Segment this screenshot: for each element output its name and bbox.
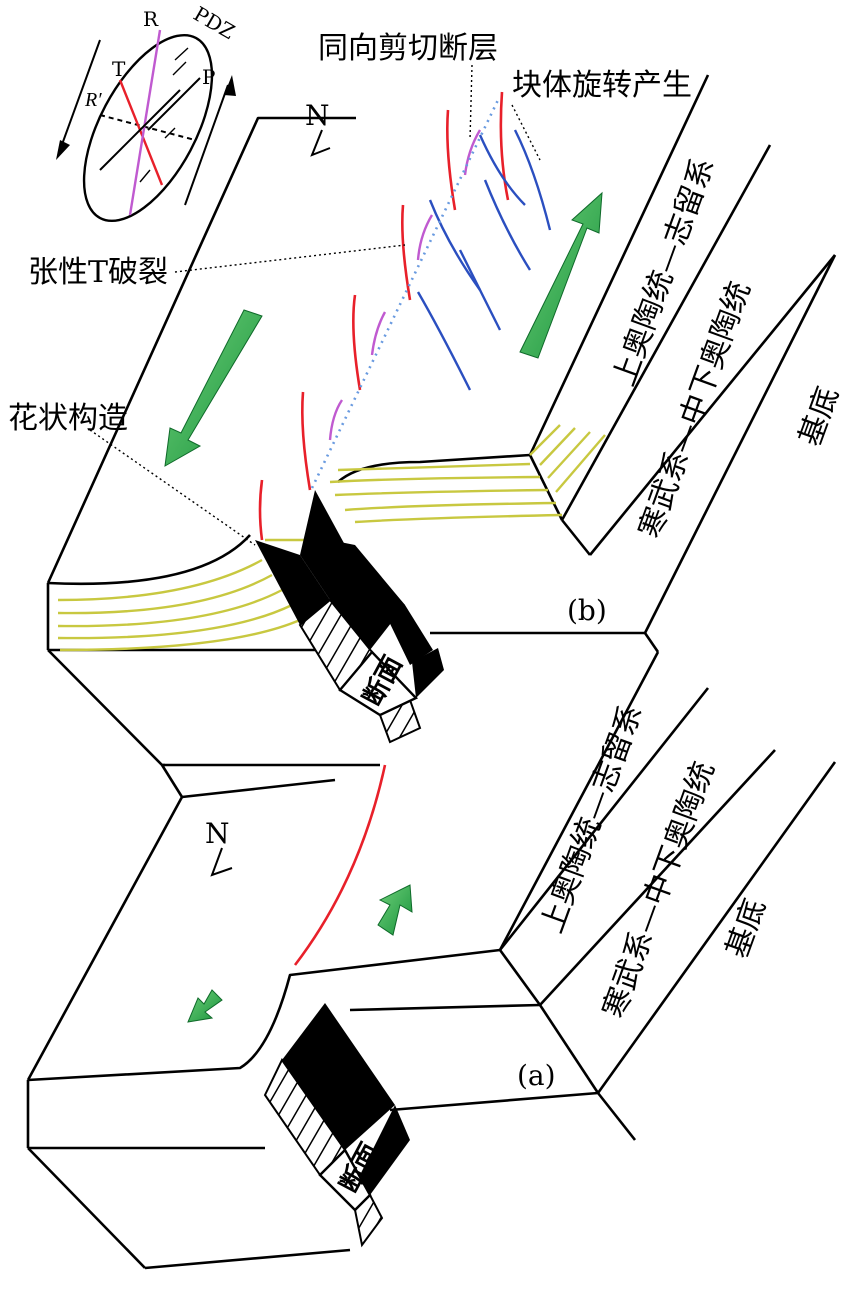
label-panel-b: (b): [567, 594, 607, 627]
strata-lines-left: [57, 538, 305, 652]
riedel-purple-lines: [328, 129, 482, 441]
section-block-a: [263, 1003, 410, 1248]
riedel-ellipse-diagram: [56, 29, 236, 223]
block-a-outline: [26, 651, 837, 1270]
label-block-rotation: 块体旋转产生: [512, 68, 692, 103]
flower-structure-block: [255, 490, 444, 744]
label-flower-structure: 花状构造: [8, 401, 128, 436]
leader-lines: [89, 64, 541, 546]
riedel-r-prime: R′: [84, 89, 102, 111]
riedel-p: P: [202, 65, 215, 89]
strata-basement-b: 基底: [793, 382, 846, 450]
north-arrow-a: [210, 847, 233, 877]
label-north-b: N: [305, 99, 330, 132]
pdz-dotted-line: [310, 99, 500, 489]
red-fault-lines: [258, 91, 510, 966]
north-arrow-b: [310, 129, 331, 157]
strata-basement-a: 基底: [720, 894, 773, 962]
block-b-outline: [46, 74, 837, 798]
riedel-r: R: [143, 7, 159, 31]
strata-upper-a: 上奥陶统—志留系: [535, 700, 650, 937]
riedel-t: T: [112, 57, 126, 81]
rotation-blue-curves: [416, 129, 552, 391]
label-tension-t: 张性T破裂: [28, 255, 168, 290]
label-panel-a: (a): [517, 1059, 556, 1092]
strata-lines-right: [329, 424, 606, 524]
green-arrows: [164, 191, 603, 1023]
label-sync-shear-fault: 同向剪切断层: [318, 31, 498, 66]
label-north-a: N: [205, 817, 230, 850]
